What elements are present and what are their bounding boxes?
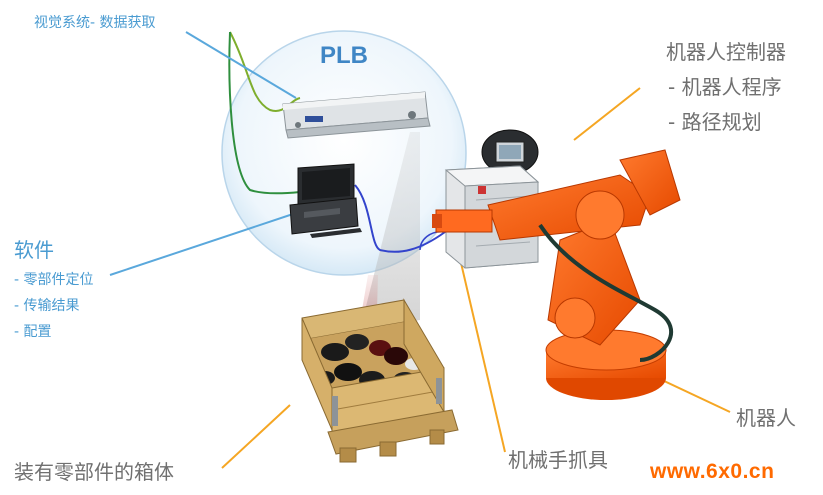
plb-sensor: [282, 91, 431, 139]
software-item-transfer: - 传输结果: [14, 298, 80, 314]
parts-crate: [301, 298, 459, 463]
controller-item-program: - 机器人程序: [668, 75, 782, 99]
crate-label: 装有零部件的箱体: [14, 460, 174, 484]
controller-item-path: - 路径规划: [668, 110, 762, 134]
software-block: 软件 - 零部件定位 - 传输结果 - 配置: [14, 234, 94, 347]
teach-pendant: [481, 129, 539, 175]
leader-lines: [109, 31, 731, 469]
computer: [289, 163, 362, 238]
software-item-config: - 配置: [14, 324, 52, 340]
robot-label: 机器人: [736, 406, 796, 430]
plb-label: PLB: [320, 42, 368, 69]
software-title: 软件: [14, 238, 54, 262]
vision-system-label: 视觉系统- 数据获取: [34, 15, 156, 31]
controller-block: 机器人控制器 - 机器人程序 - 路径规划: [666, 36, 786, 141]
watermark: www.6x0.cn: [650, 460, 775, 483]
industrial-robot: [432, 149, 681, 400]
gripper-label: 机械手抓具: [508, 448, 608, 472]
software-item-locate: - 零部件定位: [14, 272, 94, 288]
controller-title: 机器人控制器: [666, 40, 786, 64]
